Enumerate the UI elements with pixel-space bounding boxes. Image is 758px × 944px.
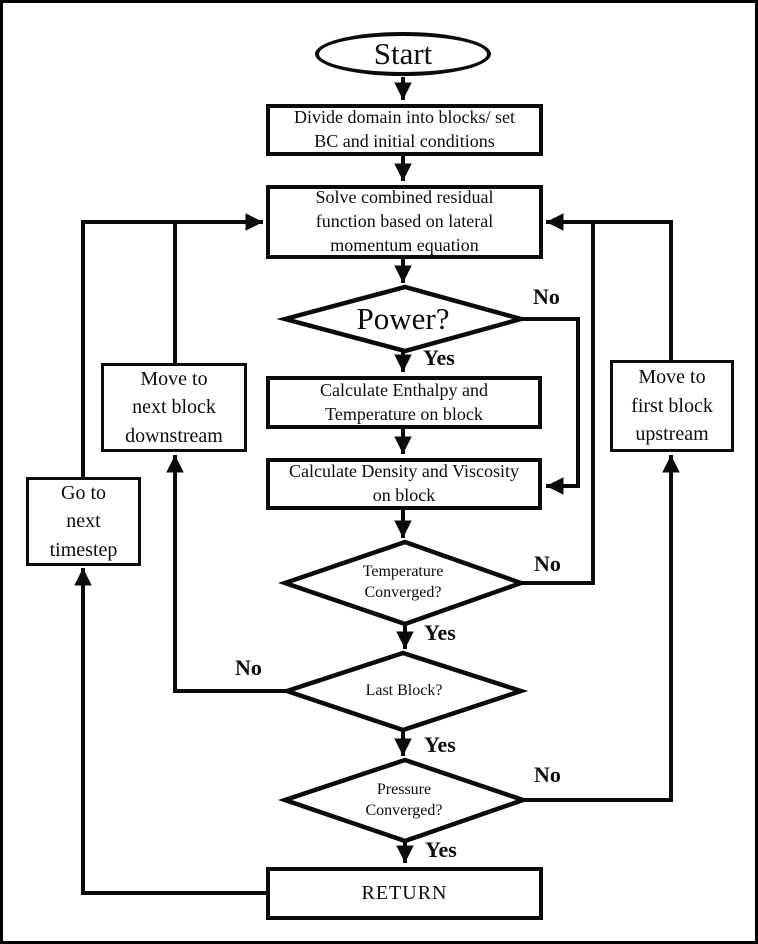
pressconv-yes-label: Yes (425, 837, 457, 862)
pressure-converged-diamond (277, 757, 530, 844)
temperature-converged-label: Temperature Converged? (285, 542, 521, 624)
flowchart-connectors (74, 77, 680, 895)
timestep-line-2: next (66, 510, 101, 533)
edge-return-to-timestep (74, 568, 266, 895)
downstream-line-1: Move to (140, 367, 208, 390)
solve-residual-box: Solve combined residual function based o… (266, 185, 543, 259)
power-decision-diamond (276, 284, 530, 354)
calc-density-box: Calculate Density and Viscosity on block (266, 458, 542, 510)
upstream-line-2: first block (631, 394, 713, 417)
tempconv-no-label: No (534, 551, 561, 576)
downstream-line-2: next block (132, 396, 216, 419)
pressure-converged-label: Pressure Converged? (285, 760, 523, 841)
lastblock-no-label: No (235, 655, 262, 680)
lastblock-yes-label: Yes (424, 732, 456, 757)
density-line-1: Calculate Density and Viscosity (288, 461, 520, 482)
pressconv-no-label: No (534, 762, 561, 787)
edge-lastblock-no-to-downstream (166, 455, 287, 693)
lastblock-question: Last Block? (365, 682, 443, 700)
tempconv-line-2: Converged? (364, 584, 442, 601)
pressconv-line-1: Pressure (376, 780, 432, 798)
last-block-label: Last Block? (287, 653, 521, 730)
return-label: RETURN (361, 882, 448, 905)
edge-pressconv-no-to-upstream (523, 455, 680, 802)
enthalpy-line-2: Temperature on block (325, 403, 483, 424)
edge-power-no-to-density (521, 317, 580, 495)
start-terminator: Start (315, 32, 491, 76)
edge-upstream-to-solve (546, 213, 673, 360)
calc-enthalpy-box: Calculate Enthalpy and Temperature on bl… (266, 376, 542, 429)
power-decision-label: Power? (285, 287, 521, 351)
downstream-line-3: downstream (125, 424, 223, 447)
pressconv-line-2: Converged? (365, 801, 443, 819)
solve-line-2: function based on lateral (315, 211, 494, 232)
move-next-block-downstream-box: Move to next block downstream (101, 363, 247, 452)
density-line-2: on block (372, 485, 436, 505)
upstream-line-1: Move to (638, 366, 706, 389)
tempconv-yes-label: Yes (424, 620, 456, 645)
divide-line-2: BC and initial conditions (314, 131, 495, 151)
edge-timestep-to-solve (81, 213, 263, 477)
go-next-timestep-box: Go to next timestep (26, 477, 141, 566)
timestep-line-3: timestep (49, 538, 118, 561)
move-first-block-upstream-box: Move to first block upstream (610, 360, 734, 452)
upstream-line-3: upstream (635, 423, 709, 446)
power-no-label: No (533, 284, 560, 309)
tempconv-line-1: Temperature (362, 563, 444, 581)
enthalpy-line-1: Calculate Enthalpy and (320, 379, 488, 400)
edge-tempconv-no-up (521, 224, 595, 585)
start-label: Start (373, 35, 433, 71)
power-question: Power? (356, 301, 450, 336)
solve-line-3: momentum equation (330, 234, 479, 255)
divide-line-1: Divide domain into blocks/ set (294, 107, 515, 128)
timestep-line-1: Go to (61, 481, 106, 504)
temperature-converged-diamond (278, 539, 528, 627)
divide-domain-box: Divide domain into blocks/ set BC and in… (266, 104, 543, 156)
power-yes-label: Yes (423, 345, 455, 370)
solve-line-1: Solve combined residual (315, 187, 494, 208)
last-block-diamond (279, 650, 529, 733)
return-box: RETURN (266, 867, 543, 920)
